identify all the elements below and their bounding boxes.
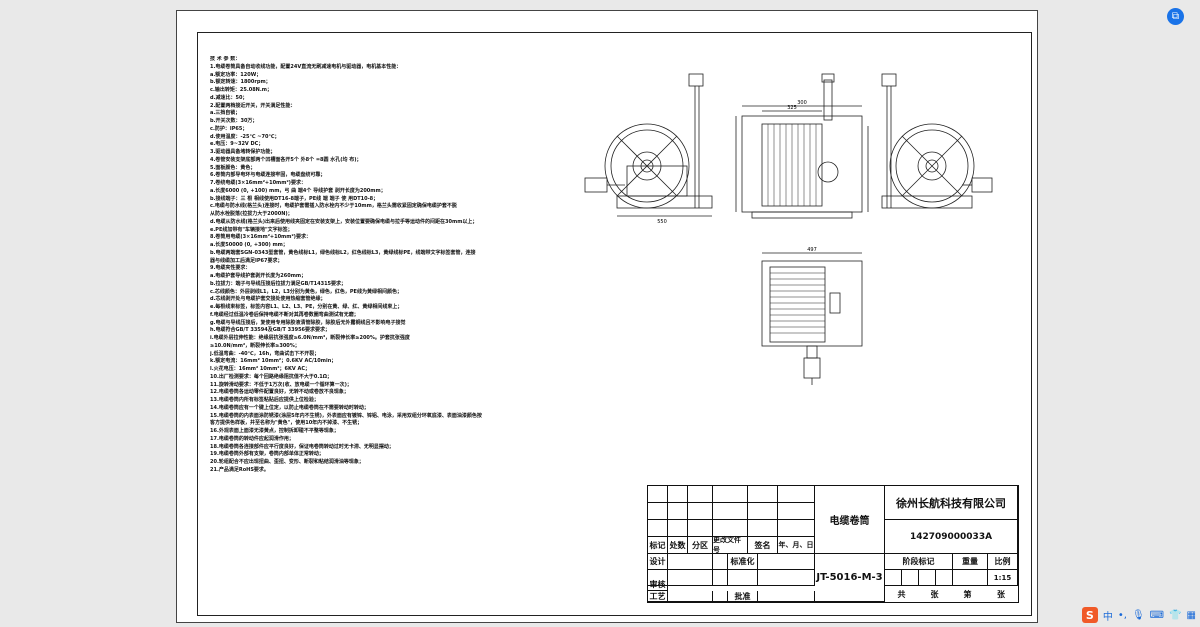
front-view: 300 325	[735, 73, 869, 219]
note-line: b.额定转速：1800rpm；	[210, 79, 271, 86]
note-line: g.电缆与导线压接后，复使用专用除胶液清管除胶，除胶后无外露铜线且不影响电子接觉	[210, 319, 406, 326]
note-line: 9.电缆夹性要求：	[210, 265, 251, 272]
note-line: 技 术 参 数：	[210, 56, 241, 62]
header-zone: 分区	[688, 537, 713, 554]
title-block: 标记 处数 分区 更改文件号 签名 年、月、日 设计 标准化 审核 工艺 批准 …	[647, 485, 1019, 603]
drawing-frame	[197, 32, 1032, 616]
dim-label: 300	[797, 100, 807, 106]
top-view: 497	[761, 247, 863, 385]
note-line: c.芯线颜色：外层剥线L1，L2，L3分别为黄色，绿色，红色，PE线为黄绿相间颜…	[210, 288, 402, 295]
note-line: e.PE线加带有"车辆接地"文字标签；	[210, 226, 293, 233]
note-line: 8.卷筒用电缆(3×16mm²+10mm²)要求：	[210, 234, 311, 241]
grid-icon[interactable]: ▦	[1186, 609, 1196, 621]
note-line: 19.电缆卷筒外部有支架，卷筒内部单体正常转动；	[210, 451, 324, 458]
note-line: 2.配置两档接近开关，开关满足性能：	[210, 102, 296, 109]
company-name: 徐州长航科技有限公司	[885, 486, 1018, 520]
note-line: 1.电缆卷筒具备自动收线功能，配置24V直流无刷减速电机与驱动器，电机基本性能：	[210, 63, 402, 70]
side-view-right	[881, 73, 993, 209]
note-line: 17.电缆卷筒的转动件应起润滑作用；	[210, 435, 294, 442]
header-mark: 标记	[648, 537, 668, 554]
note-line: l.火花电压：16mm² 10mm²；6KV AC；	[210, 366, 310, 372]
label-ratio: 比例	[988, 554, 1018, 570]
ime-punct[interactable]: •,	[1117, 609, 1127, 621]
scale-value: 1:15	[988, 570, 1018, 586]
note-line: a.电缆护套导线护套剥开长度为260mm；	[210, 273, 307, 279]
note-line: 4.卷管安装支架底部两个凹槽面各开5个 外8个 =8圆 水孔(均 布)；	[210, 156, 362, 163]
note-line: 12.电缆卷筒各运动零件配置良好，无转不动或卷放不良现象；	[210, 389, 349, 396]
note-line: 客方提供色样板，并至名称为"黄色"，使用10年内不掉漆、不生锈；	[210, 420, 363, 427]
note-line: 7.卷绕电缆(3×16mm²+10mm²)要求：	[210, 180, 306, 186]
header-doc-no: 更改文件号	[713, 536, 748, 554]
label-standard: 标准化	[728, 554, 758, 570]
drawing-sheet: 技 术 参 数：1.电缆卷筒具备自动收线功能，配置24V直流无刷减速电机与驱动器…	[176, 10, 1038, 623]
note-line: b.接线端子：三 根 相线使用DT16-8端子，PE线 端 端子 使 用DT10…	[210, 195, 379, 202]
note-line: b.拉拔力：端子与导线压接后拉拔力满足GB/T14315要求；	[210, 280, 347, 287]
label-review: 审核	[648, 579, 668, 591]
ime-lang[interactable]: 中	[1102, 611, 1113, 623]
note-line: d.芯线剥开处与电缆护套交接处使用热缩套管绝缘；	[210, 296, 326, 303]
note-line: 16.外观表面上面漆无漆黄点，控制拆卸碰不平整等现象；	[210, 428, 339, 434]
note-line: c.防护：IP65；	[210, 125, 248, 132]
note-line: 从防水栓脱落(拉拔力大于2000N)；	[210, 211, 293, 217]
label-weight: 重量	[953, 554, 988, 570]
note-line: 6.卷筒内部导电环与电缆连接牢固，电缆盘绕可靠；	[210, 172, 326, 179]
label-process: 工艺	[648, 591, 668, 602]
note-line: 5.面板颜色：黄色；	[210, 164, 256, 171]
note-line: e.电压：9~32V DC；	[210, 141, 264, 148]
dim-label: 325	[787, 105, 797, 111]
note-line: b.电缆两端套SGN-0343型套管，黄色线标L1，绿色线标L2，红色线标L3，…	[210, 249, 476, 256]
note-line: 14.电缆卷筒应有一个键上位定，以防止电缆卷筒在不需要转动时转动；	[210, 404, 369, 411]
note-line: 10.出厂检测要求：每个回路绝缘阻抗值不大于0.1Ω；	[210, 373, 332, 380]
note-line: ≥10.0N/mm²，断裂伸长率≥300%；	[210, 342, 300, 349]
label-total: 共	[897, 589, 906, 599]
note-line: 3.驱动器具备堵转保护功能；	[210, 149, 276, 155]
note-line: 器与线缆加工后满足IP67要求；	[210, 257, 283, 264]
side-view-left: 550	[584, 73, 713, 225]
note-line: 21.产品满足RoHS要求。	[210, 466, 269, 473]
note-line: c.电缆与防水线(格兰头)连接时，电缆护套需插入防水栓内不少于10mm，格兰头需…	[210, 203, 457, 210]
shirt-icon[interactable]: 👕	[1169, 609, 1182, 621]
label-design: 设计	[648, 554, 668, 570]
note-line: h.电缆符合GB/T 33594及GB/T 33956要求要求；	[210, 327, 331, 334]
note-line: a.额定功率：120W；	[210, 71, 262, 78]
note-line: i.电缆外层拉伸性能：绝缘层抗张强度≥6.0N/mm²，断裂伸长率≥200%。护…	[210, 335, 410, 341]
mic-icon[interactable]: 🎙	[1131, 609, 1145, 621]
technical-notes: 技 术 参 数：1.电缆卷筒具备自动收线功能，配置24V直流无刷减速电机与驱动器…	[210, 56, 640, 576]
keyboard-icon[interactable]: ⌨	[1149, 609, 1165, 621]
ime-toolbar[interactable]: S 中 •, 🎙 ⌨ 👕 ▦	[1081, 605, 1196, 625]
note-line: a.长度50000 (0, +300) mm；	[210, 242, 288, 248]
ime-logo-icon[interactable]: S	[1081, 607, 1098, 623]
label-nth: 第	[963, 589, 972, 599]
label-stage: 阶段标记	[885, 554, 953, 570]
drawing-number: JT-5016-M-3	[815, 554, 885, 602]
note-line: 18.电缆卷筒各连接部件应平行度良好，保证电卷筒转动过时无卡滞、无明显摆动；	[210, 443, 394, 450]
note-line: 15.电缆卷筒的内表面涂防锈漆(涂层5年内不生锈)，外表面应有镀锌、锌铝、电泳，…	[210, 412, 482, 419]
part-number: 142709000033A	[885, 520, 1018, 554]
note-line: k.额定电流：16mm² 10mm²；0.6KV AC/10min；	[210, 358, 337, 365]
note-line: 11.旋转滑动要求：不低于1万次(收、放电缆一个循环算一次)；	[210, 381, 352, 388]
note-line: a.三挡自锁；	[210, 110, 241, 117]
note-line: c.输出转矩：25.08N.m；	[210, 87, 272, 93]
note-line: d.使用温度：-25℃ ~70℃；	[210, 133, 280, 140]
note-line: a.长度6000 (0, +100) mm，弓 曲 端4个 导线护套 剥开长度为…	[210, 187, 386, 194]
note-line: j.低温弯曲：-40℃，16h，弯曲试击下不开裂；	[210, 350, 320, 357]
note-line: b.开关次数：30万；	[210, 118, 258, 124]
dim-label: 497	[807, 247, 817, 253]
note-line: f.电缆经过低温冷卷后保持电缆不断对其再卷数圈弯曲测试有无磨；	[210, 311, 359, 318]
product-name: 电缆卷筒	[815, 486, 885, 554]
dim-label: 550	[657, 219, 667, 225]
note-line: d.电缆从防水线(格兰头)出来后使用线夹固定在安装支架上，安装位置要确保电缆与拉…	[210, 218, 478, 225]
header-count: 处数	[668, 537, 688, 554]
header-date: 年、月、日	[778, 537, 815, 554]
header-sign: 签名	[748, 537, 778, 554]
note-line: 13.电缆卷筒内所有标签粘贴后应提供上位检验；	[210, 397, 319, 403]
note-line: 20.轮组配合不应出现扭曲、歪扭、变形、断裂和粘结润滑油等现象；	[210, 459, 364, 465]
note-line: e.每根线束标签，标签内容L1、L2、L3、PE，分别在黄、绿、红、黄绿相间线束…	[210, 304, 403, 310]
note-line: d.减速比：50；	[210, 94, 248, 101]
label-approve: 批准	[728, 591, 758, 602]
label-sheet: 张	[997, 589, 1005, 599]
window-restore-icon[interactable]: ⧉	[1167, 8, 1184, 25]
label-sheets: 张	[930, 589, 939, 599]
